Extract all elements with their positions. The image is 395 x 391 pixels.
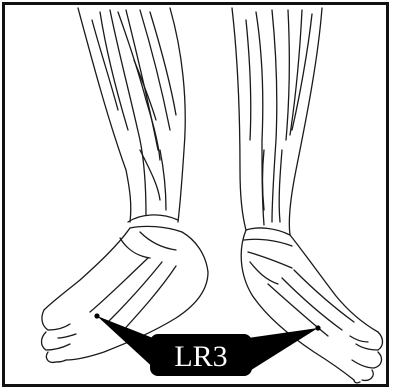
acupoint-marker-right (315, 325, 320, 330)
right-leg (232, 8, 383, 383)
lr3-callout: LR3 (94, 313, 320, 376)
pointer-right (248, 328, 318, 372)
pointer-left (97, 316, 158, 372)
point-label: LR3 (174, 340, 227, 373)
left-leg (42, 8, 209, 362)
acupoint-marker-left (94, 313, 99, 318)
